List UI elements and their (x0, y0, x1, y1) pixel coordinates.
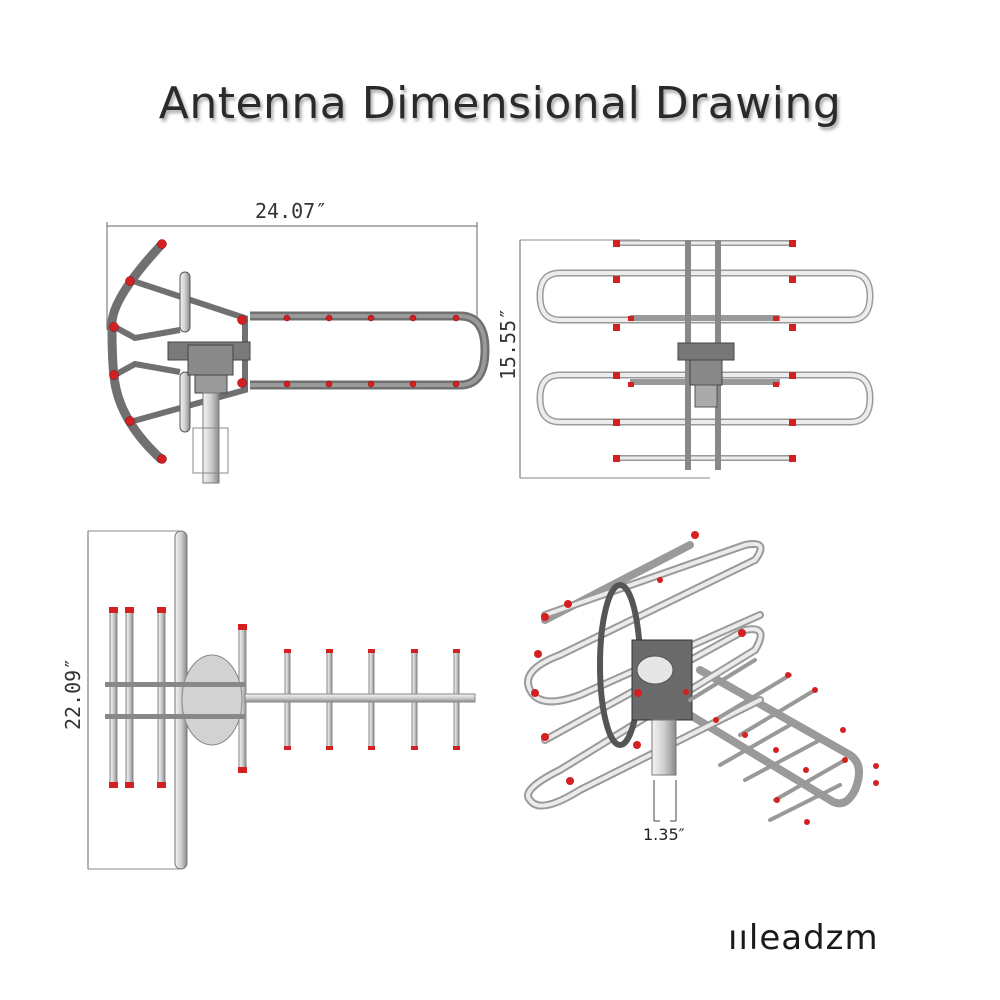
front-element-tips (613, 240, 796, 462)
top-view: 22.09″ (61, 530, 476, 870)
brand-logo: ııleadzm (728, 918, 879, 958)
iso-element-tips (531, 531, 879, 825)
front-view: 15.55″ (496, 239, 874, 479)
side-width-label: 24.07″ (255, 199, 327, 223)
mast-diameter-label: 1.35″ (643, 825, 685, 844)
front-height-label: 15.55″ (496, 308, 520, 380)
page-title: Antenna Dimensional Drawing (158, 78, 842, 129)
top-element-tips (109, 607, 460, 788)
side-view: 24.07″ (106, 199, 490, 484)
isometric-view: 1.35″ (524, 531, 879, 844)
side-element-tips (109, 239, 460, 464)
top-length-label: 22.09″ (61, 658, 85, 730)
